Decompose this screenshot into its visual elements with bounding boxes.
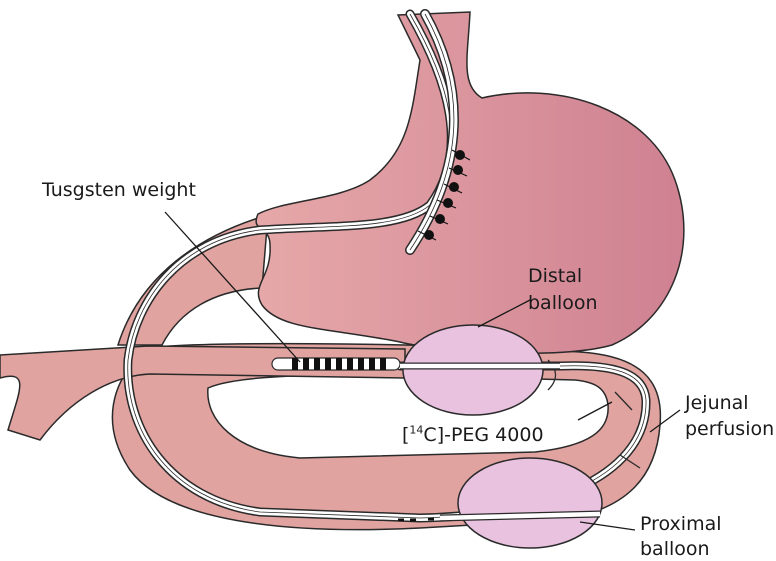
label-distal-balloon-line2: balloon — [528, 292, 598, 314]
leader-lines — [164, 211, 681, 531]
label-peg-text: C]-PEG 4000 — [423, 424, 544, 446]
proximal-markers — [398, 515, 458, 522]
label-peg-bracket: [ — [402, 424, 410, 446]
gastric-tube-branch — [405, 9, 459, 255]
stomach — [255, 11, 685, 355]
distal-balloon — [402, 324, 544, 416]
label-jejunal-perfusion-line1: Jejunal — [685, 392, 749, 414]
leader-proximal — [579, 521, 636, 531]
leader-jejunal — [649, 409, 681, 433]
leader-tungsten — [164, 211, 301, 363]
label-jejunal-perfusion-line2: perfusion — [685, 418, 775, 440]
label-proximal-balloon-line1: Proximal — [640, 513, 722, 535]
label-proximal-balloon-line2: balloon — [640, 538, 710, 560]
label-peg-4000: [14C]-PEG 4000 — [402, 423, 544, 447]
label-peg-isotope: 14 — [409, 423, 424, 437]
marker-dot — [449, 182, 459, 192]
leader-peg — [577, 401, 613, 421]
gastric-markers — [417, 149, 471, 241]
proximal-balloon — [457, 457, 603, 549]
tungsten-weight — [271, 357, 401, 371]
label-tungsten-weight: Tusgsten weight — [42, 179, 196, 201]
duodenum — [116, 213, 269, 346]
label-distal-balloon-line1: Distal — [528, 265, 583, 287]
leader-distal — [477, 299, 531, 328]
